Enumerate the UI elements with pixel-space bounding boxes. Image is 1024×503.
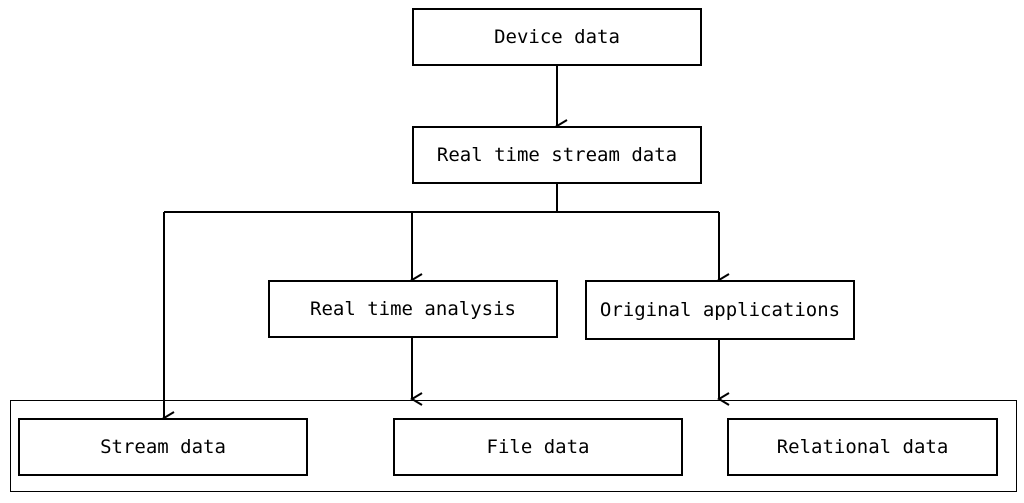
node-label: Relational data [776, 436, 949, 458]
node-label: File data [486, 436, 590, 458]
node-label: Real time stream data [436, 144, 678, 166]
node-label: Original applications [599, 299, 841, 321]
node-file-data: File data [393, 418, 683, 476]
node-relational-data: Relational data [727, 418, 998, 476]
node-label: Device data [494, 26, 620, 48]
node-device-data: Device data [412, 8, 702, 66]
node-real-time-stream-data: Real time stream data [412, 126, 702, 184]
storage-group [10, 400, 1017, 492]
node-label: Stream data [100, 436, 226, 458]
node-original-applications: Original applications [585, 280, 855, 340]
node-real-time-analysis: Real time analysis [268, 280, 558, 338]
node-stream-data: Stream data [18, 418, 308, 476]
node-label: Real time analysis [310, 298, 516, 320]
